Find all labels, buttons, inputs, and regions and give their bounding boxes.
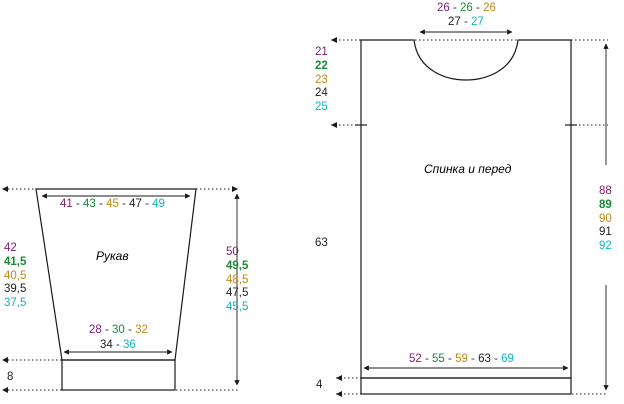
- sleeve-length-label: 50 49,5 48,5 47,5 45,5: [226, 246, 249, 314]
- sleeve-bottom-width-label-a: 28 - 30 - 32: [89, 324, 148, 336]
- side-length-label: 88 89 90 91 92: [599, 185, 612, 253]
- body-outline: [360, 39, 572, 379]
- body-hem: [360, 377, 572, 395]
- sleeve-cuff-height-label: 8: [7, 371, 14, 383]
- sleeve-cuff: [61, 359, 176, 391]
- neck-width-label-a: 26 - 26 - 26: [437, 2, 496, 14]
- hem-height-label: 4: [316, 379, 323, 391]
- neck-width-label-b: 27 - 27: [448, 16, 484, 28]
- armhole-depth-label: 21 22 23 24 25: [315, 46, 328, 114]
- body-width-label: 52 - 55 - 59 - 63 - 69: [409, 353, 514, 365]
- body-title: Спинка и перед: [424, 162, 512, 176]
- sleeve-top-width-label: 41 - 43 - 45 - 47 - 49: [60, 198, 165, 210]
- sleeve-bottom-width-label-b: 34 - 36: [100, 339, 136, 351]
- total-length-label: 63: [315, 237, 328, 249]
- sleeve-cap-height-label: 42 41,5 40,5 39,5 37,5: [4, 242, 27, 310]
- sleeve-title: Рукав: [96, 249, 129, 263]
